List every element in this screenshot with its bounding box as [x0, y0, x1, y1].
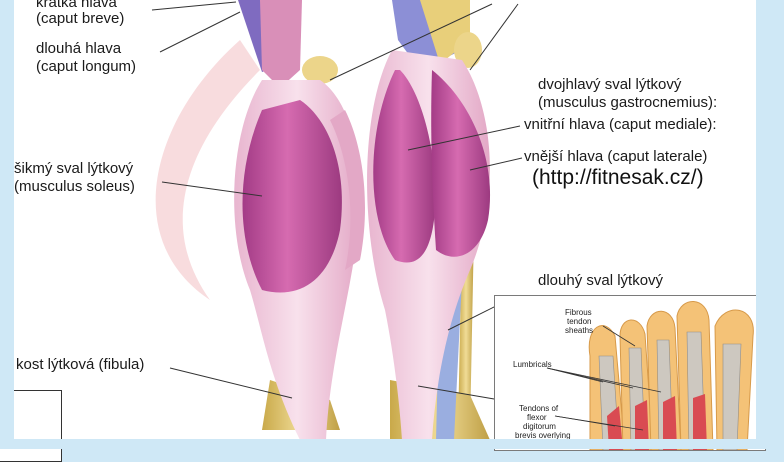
bottom-frame	[0, 439, 784, 449]
inset-label-fibrous: Fibrous	[565, 308, 592, 317]
leader-caput-breve	[152, 2, 236, 10]
label-dlouha-hlava: dlouhá hlava	[36, 40, 121, 58]
label-vnitrni: vnitřní hlava (caput mediale):	[524, 116, 717, 134]
right-frame	[756, 0, 784, 449]
inset-label-lumbricals: Lumbricals	[513, 360, 552, 369]
inset-label-sheaths: sheaths	[565, 326, 593, 335]
leader-caput-longum	[160, 12, 240, 52]
knee-left	[302, 56, 338, 84]
inset-label-flexor: flexor	[527, 413, 547, 422]
inset-label-tendons-of: Tendons of	[519, 404, 558, 413]
label-gastrocnemius: (musculus gastrocnemius):	[538, 94, 717, 112]
inset-label-digitorum: digitorum	[523, 422, 556, 431]
label-fibula: kost lýtková (fibula)	[16, 356, 144, 374]
label-dlouhy: dlouhý sval lýtkový	[538, 272, 663, 290]
anatomy-canvas: krátká hlava (caput breve) dlouhá hlava …	[0, 0, 784, 449]
inset-label-tendon: tendon	[567, 317, 591, 326]
label-vnejsi: vnější hlava (caput laterale)	[524, 148, 707, 166]
thigh-left-muscle	[260, 0, 302, 88]
label-caput-breve: (caput breve)	[36, 10, 124, 28]
label-dvojhlavy: dvojhlavý sval lýtkový	[538, 76, 681, 94]
left-frame	[0, 0, 14, 449]
foot-inset: Fibrous tendon sheaths Lumbricals Tendon…	[494, 295, 766, 451]
source-url: (http://fitnesak.cz/)	[532, 166, 704, 190]
label-sikmy: šikmý sval lýtkový	[14, 160, 133, 178]
label-caput-longum: (caput longum)	[36, 58, 136, 76]
label-soleus: (musculus soleus)	[14, 178, 135, 196]
